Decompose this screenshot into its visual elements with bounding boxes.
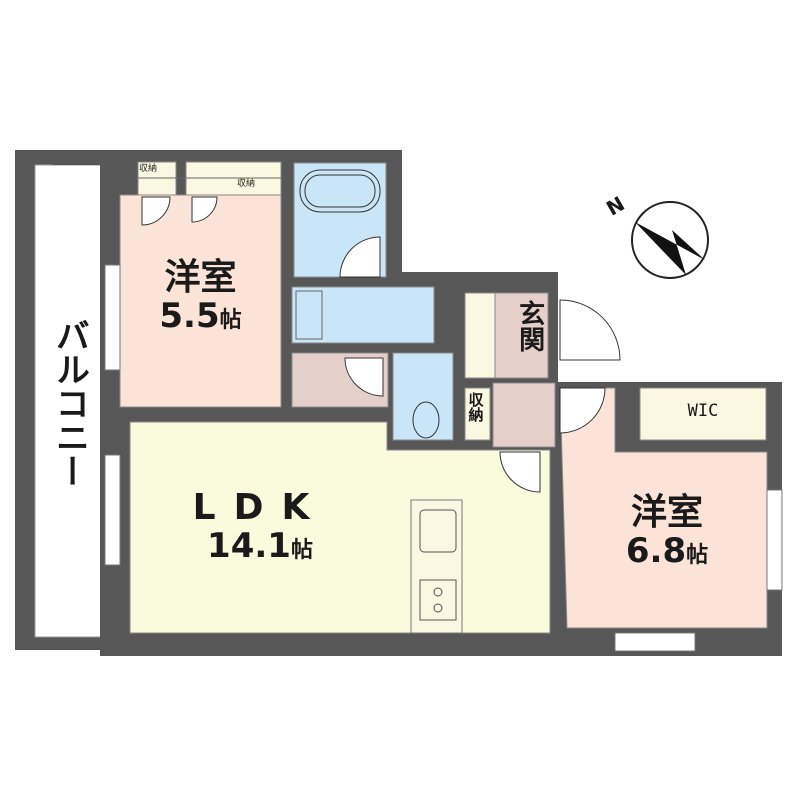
room-unit: 帖	[290, 537, 313, 563]
toilet-icon	[412, 401, 440, 439]
ldk-label: LDK 14.1帖	[130, 488, 390, 565]
wic-label: WIC	[687, 401, 719, 421]
shoe-storage	[464, 292, 496, 379]
room-name: 洋室	[164, 257, 237, 298]
bathtub-icon	[299, 169, 381, 213]
bedroom-1-label: 洋室 5.5帖	[120, 258, 281, 335]
room-size: 5.5	[159, 295, 220, 336]
room-name: 洋室	[630, 492, 703, 533]
entrance-label: 玄関	[514, 300, 545, 352]
bedroom-2-label: 洋室 6.8帖	[567, 493, 767, 570]
toilet	[392, 352, 454, 441]
storage-3	[464, 387, 491, 441]
washroom	[291, 286, 435, 344]
storage-2-label: 収納	[237, 179, 256, 189]
room-size: 14.1	[207, 525, 291, 566]
room-unit: 帖	[686, 542, 709, 568]
room-name: LDK	[192, 487, 328, 528]
storage-3-label: 収納	[466, 392, 485, 422]
hallway-2	[492, 382, 556, 448]
bedroom-2	[559, 387, 768, 629]
room-size: 6.8	[625, 530, 687, 571]
compass-icon	[631, 201, 709, 279]
balcony-label: バルコニー	[49, 318, 90, 488]
balcony-floor	[34, 164, 106, 638]
sink-icon	[419, 509, 457, 553]
windows	[104, 264, 783, 652]
room-unit: 帖	[219, 307, 242, 333]
walk-in-closet	[639, 387, 767, 441]
doors	[141, 196, 621, 493]
kitchen-counter	[410, 499, 463, 634]
entrance-area	[494, 292, 549, 379]
storage-1-label: 収納	[139, 164, 158, 174]
washbasin-icon	[295, 290, 323, 340]
stove-icon	[419, 579, 457, 621]
